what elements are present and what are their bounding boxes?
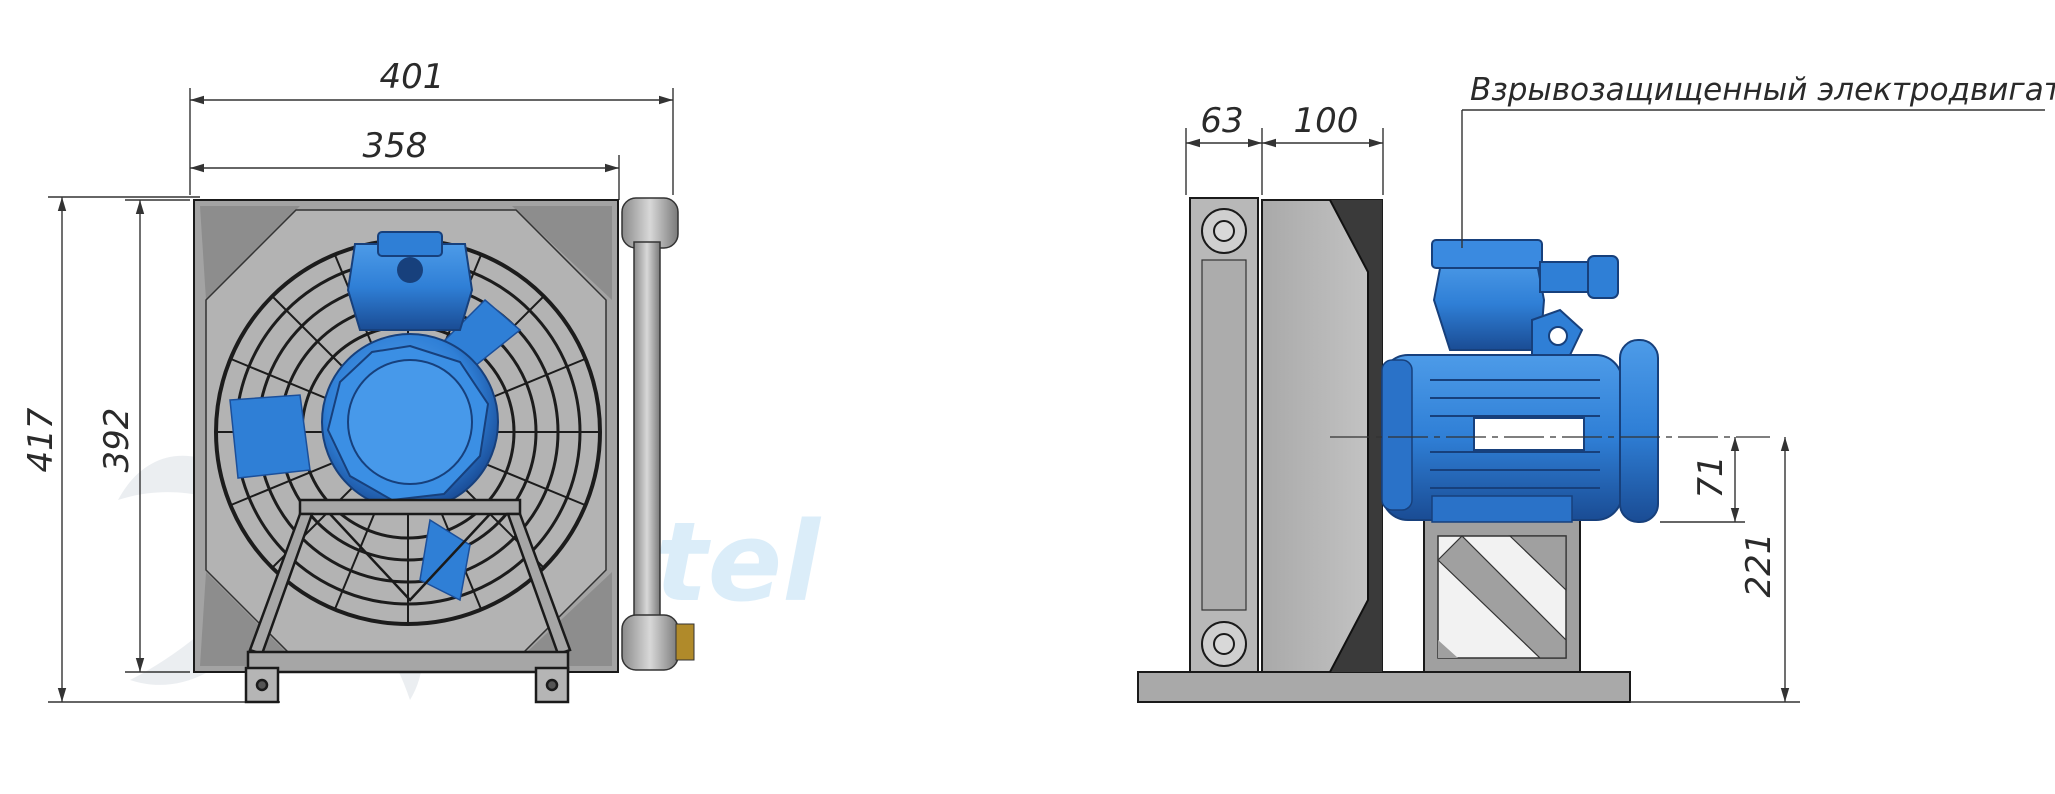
dim-core-width: 358 bbox=[190, 126, 620, 200]
dim-overall-width-label: 401 bbox=[380, 57, 445, 97]
front-view: 401 358 417 392 bbox=[21, 57, 695, 704]
dim-motor-axis-offset: 71 bbox=[1660, 437, 1745, 523]
dim-tank-width-label: 63 bbox=[1200, 101, 1243, 141]
dim-overall-height: 417 bbox=[21, 196, 280, 703]
dim-motor-axis-offset-label: 71 bbox=[1691, 455, 1731, 498]
motor-callout: Взрывозащищенный электродвигатель bbox=[1461, 72, 2055, 248]
dim-core-width-label: 358 bbox=[363, 126, 428, 166]
motor-stand bbox=[244, 498, 572, 704]
dim-core-height: 392 bbox=[97, 199, 190, 673]
dim-core-depth: 100 bbox=[1262, 101, 1384, 195]
dim-core-depth-label: 100 bbox=[1294, 101, 1359, 141]
motor-stand-side bbox=[1423, 519, 1581, 673]
cooling-fins bbox=[1430, 379, 1600, 489]
side-view: 63 100 bbox=[1137, 72, 2055, 703]
side-pipe bbox=[621, 197, 695, 671]
dim-tank-width: 63 bbox=[1185, 101, 1263, 195]
motor-side bbox=[1381, 239, 1659, 523]
dim-motor-axis-height: 221 bbox=[1630, 437, 1800, 703]
dim-core-height-label: 392 bbox=[97, 408, 137, 473]
motor-front bbox=[321, 231, 499, 511]
watermark-text: tel bbox=[655, 498, 821, 626]
fan-blades bbox=[229, 298, 522, 602]
base-plate bbox=[1137, 671, 1631, 703]
header-tank bbox=[1189, 197, 1259, 673]
dim-overall-width: 401 bbox=[189, 57, 674, 195]
dim-overall-height-label: 417 bbox=[21, 407, 61, 472]
radiator-core-side bbox=[1261, 199, 1383, 673]
motor-callout-label: Взрывозащищенный электродвигатель bbox=[1470, 72, 2055, 108]
dim-motor-axis-height-label: 221 bbox=[1739, 533, 1779, 598]
